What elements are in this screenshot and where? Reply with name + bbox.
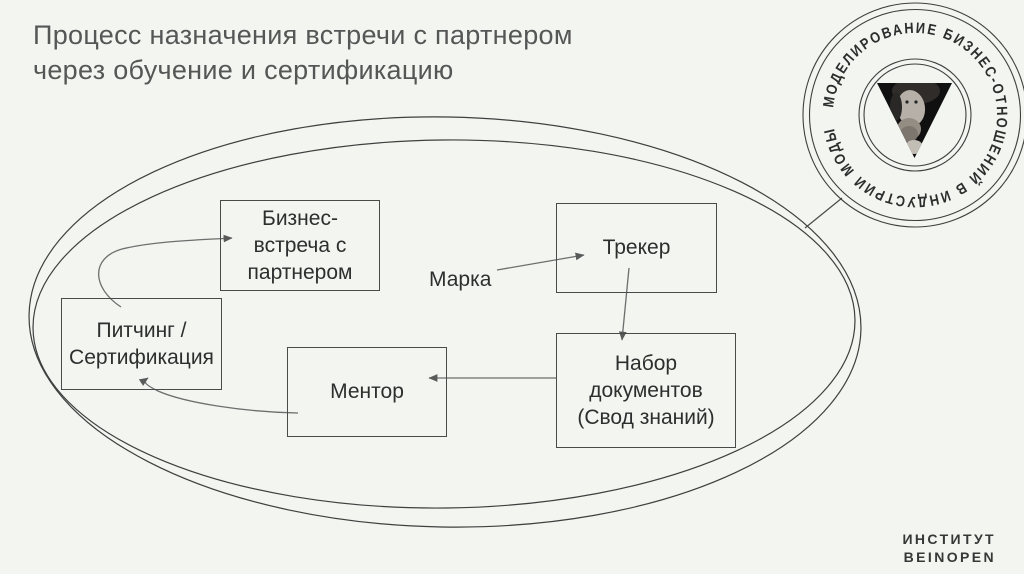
arrow-marka-to-tracker [496, 252, 585, 271]
ellipse-outline [28, 116, 862, 528]
badge-connector-line [804, 197, 843, 229]
node-pitching-certification: Питчинг / Сертификация [61, 298, 222, 390]
arrow-tracker-to-documents [618, 267, 630, 341]
portrait-triangle-icon [877, 83, 952, 158]
arrow-mentor-to-pitching [138, 377, 299, 414]
arrow-pitching-to-business-meeting [97, 234, 233, 308]
label-brand: Марка [429, 268, 492, 291]
slide-title: Процесс назначения встречи с партнером ч… [33, 20, 573, 85]
institute-logo: ИНСТИТУТ BEINOPEN [902, 530, 996, 565]
node-tracker: Трекер [556, 203, 717, 293]
node-documents-set: Набор документов (Свод знаний) [556, 333, 736, 448]
node-mentor: Ментор [287, 347, 447, 437]
node-business-meeting: Бизнес- встреча с партнером [220, 200, 380, 291]
badge-rings [802, 2, 1024, 228]
badge-stamp: МОДЕЛИРОВАНИЕ БИЗНЕС-ОТНОШЕНИЙ В ИНДУСТР… [795, 0, 1024, 235]
